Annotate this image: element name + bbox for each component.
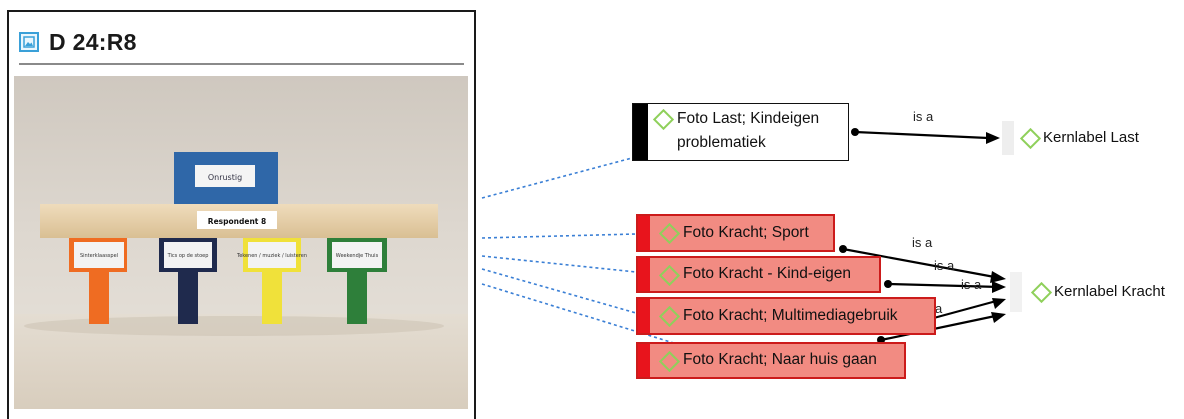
- code-diamond-icon: [652, 108, 675, 131]
- code-node-sport[interactable]: Foto Kracht; Sport: [636, 214, 835, 252]
- relation-label: is a: [913, 109, 934, 124]
- document-photo[interactable]: Onrustig Respondent 8 Sinterklaasspel Ti…: [14, 76, 468, 409]
- relation-label: a: [935, 301, 943, 316]
- link-huis: [481, 283, 691, 349]
- card-center-text: Respondent 8: [208, 217, 266, 226]
- code-diamond-icon: [658, 222, 681, 245]
- edge-huis: [880, 313, 1001, 342]
- kernlabel-kracht-node[interactable]: Kernlabel Kracht: [1010, 272, 1184, 312]
- image-document-icon: [19, 32, 39, 52]
- edge-kind: [887, 282, 1001, 289]
- code-node-naar-huis[interactable]: Foto Kracht; Naar huis gaan: [636, 342, 906, 379]
- code-diamond-icon: [1030, 281, 1053, 304]
- kernlabel-last-node[interactable]: Kernlabel Last: [1002, 121, 1167, 155]
- card-4-text: Weekendje Thuis: [336, 253, 379, 259]
- arrowhead-last: [986, 132, 1000, 144]
- link-sport: [481, 233, 637, 239]
- kernlabel-label: Kernlabel Last: [1043, 129, 1139, 146]
- link-multimedia: [481, 268, 637, 314]
- document-header: D 24:R8: [19, 28, 137, 56]
- edge-sport: [842, 247, 1001, 280]
- link-last: [481, 157, 633, 199]
- card-3-text: Tekenen / muziek / luisteren: [236, 253, 307, 259]
- card-top-text: Onrustig: [208, 173, 242, 182]
- link-kind: [481, 255, 637, 273]
- code-node-multimedia[interactable]: Foto Kracht; Multimediagebruik: [636, 297, 936, 335]
- code-diamond-icon: [1019, 127, 1042, 150]
- relation-label: is a: [961, 277, 982, 292]
- relation-label: is a: [934, 258, 955, 273]
- code-diamond-icon: [658, 350, 681, 373]
- code-label: Foto Last; Kindeigen problematiek: [677, 110, 820, 151]
- kernlabel-label: Kernlabel Kracht: [1054, 283, 1165, 300]
- code-diamond-icon: [658, 305, 681, 328]
- code-label: Foto Kracht; Naar huis gaan: [683, 351, 877, 368]
- code-node-kind-eigen[interactable]: Foto Kracht - Kind-eigen: [636, 256, 881, 293]
- card-2-text: Tics op de stoep: [167, 253, 209, 259]
- header-divider: [19, 63, 464, 65]
- code-node-last[interactable]: Foto Last; Kindeigen problematiek: [632, 103, 849, 161]
- card-1-text: Sinterklaasspel: [80, 253, 118, 259]
- relation-label: is a: [912, 235, 933, 250]
- code-diamond-icon: [658, 264, 681, 287]
- code-label: Foto Kracht - Kind-eigen: [683, 265, 852, 282]
- document-title: D 24:R8: [49, 28, 137, 55]
- code-label: Foto Kracht; Sport: [683, 224, 809, 241]
- edge-last: [854, 130, 989, 140]
- code-label: Foto Kracht; Multimediagebruik: [683, 307, 898, 324]
